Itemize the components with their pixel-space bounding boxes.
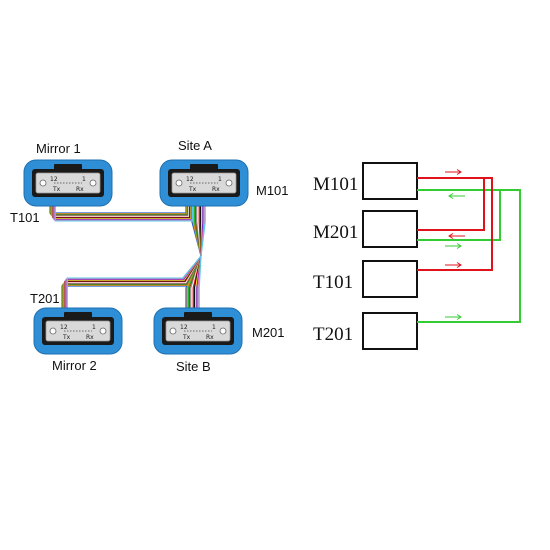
rx-label: Rx: [76, 186, 84, 193]
port-box-m101: [362, 162, 418, 200]
tx-label: Tx: [182, 334, 191, 341]
fiber-mirror2-cross: [64, 255, 202, 308]
port-box-m201: [362, 210, 418, 248]
m101-tag: M101: [256, 183, 289, 198]
port-label-m201: M201: [313, 222, 358, 243]
t201-tag: T201: [30, 291, 60, 306]
red-loop-outer: [417, 177, 493, 271]
mirror-2-label: Mirror 2: [52, 358, 97, 373]
pin-1-label: 1: [92, 324, 96, 331]
pin-1-label: 1: [212, 324, 216, 331]
site-b-label: Site B: [176, 359, 211, 374]
site-a-label: Site A: [178, 138, 212, 153]
port-label-m101: M101: [313, 174, 358, 195]
green-loop-inner: [417, 190, 501, 241]
t101-tag: T101: [10, 210, 40, 225]
mirror-2-module: 12 1 Tx Rx: [33, 307, 123, 355]
mirror-1-label: Mirror 1: [36, 141, 81, 156]
fiber-siteA-cross: [200, 206, 206, 257]
port-label-t201: T201: [313, 324, 353, 345]
pin-12-label: 12: [60, 324, 68, 331]
direction-arrows: [445, 169, 465, 320]
fiber-mirror1-siteA: [54, 206, 194, 222]
port-box-t101: [362, 260, 418, 298]
tx-label: Tx: [52, 186, 61, 193]
pin-1-label: 1: [218, 176, 222, 183]
tx-label: Tx: [62, 334, 71, 341]
green-loop-outer: [417, 189, 521, 323]
pin-1-label: 1: [82, 176, 86, 183]
pin-12-label: 12: [186, 176, 194, 183]
fiber-bundles: [49, 206, 206, 308]
port-box-t201: [362, 312, 418, 350]
red-loop-inner: [417, 178, 485, 231]
m201-tag: M201: [252, 325, 285, 340]
fiber-cross-siteB: [198, 255, 202, 308]
rx-label: Rx: [206, 334, 214, 341]
rx-label: Rx: [86, 334, 94, 341]
fiber-mirror2-cross: [66, 255, 202, 308]
pin-12-label: 12: [50, 176, 58, 183]
site-b-module: 12 1 Tx Rx: [153, 307, 243, 355]
pin-12-label: 12: [180, 324, 188, 331]
fiber-mirror1-siteA: [49, 206, 187, 214]
site-a-module: 12 1 Tx Rx: [159, 159, 249, 207]
loopback-schematic: M101 M201 T101 T201: [313, 162, 521, 350]
tx-label: Tx: [188, 186, 197, 193]
rx-label: Rx: [212, 186, 220, 193]
mirror-1-module: 12 1 Tx Rx: [23, 159, 113, 207]
port-label-t101: T101: [313, 272, 353, 293]
